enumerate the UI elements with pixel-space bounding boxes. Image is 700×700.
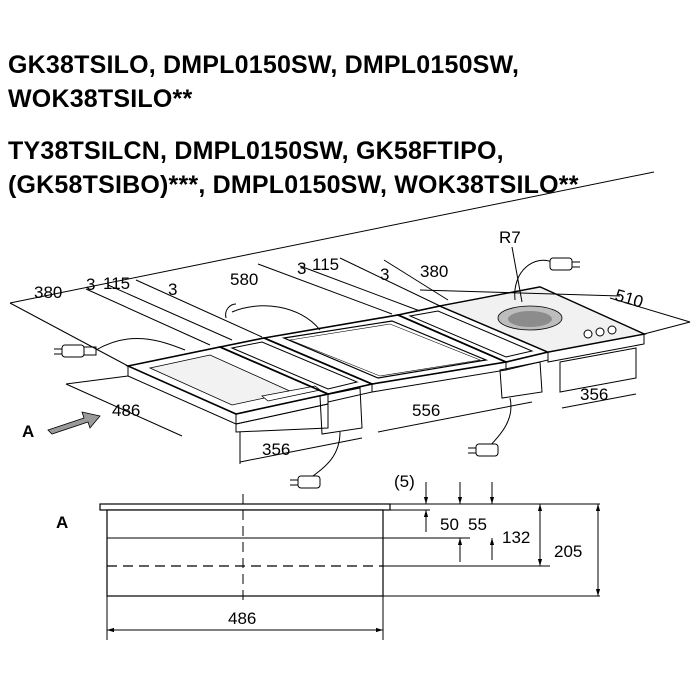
view-direction-arrow bbox=[47, 411, 101, 435]
section-view-a: A (5) 50 55 132 205 486 bbox=[56, 472, 601, 640]
plug-left bbox=[54, 344, 97, 358]
dim-3-a: 3 bbox=[86, 275, 95, 294]
view-a-label: A bbox=[22, 422, 34, 441]
power-cable-wok bbox=[514, 259, 553, 301]
dim-205: 205 bbox=[554, 542, 582, 561]
dim-356-right: 356 bbox=[580, 385, 608, 404]
hob-top-plate bbox=[99, 503, 391, 511]
model-list-line-1: GK38TSILO, DMPL0150SW, DMPL0150SW, bbox=[8, 51, 520, 79]
dim-5: (5) bbox=[394, 472, 415, 491]
dim-3-c: 3 bbox=[297, 259, 306, 278]
dim-580: 580 bbox=[230, 270, 258, 289]
dim-380-right: 380 bbox=[420, 262, 448, 281]
model-list-line-3: TY38TSILCN, DMPL0150SW, GK58FTIPO, bbox=[8, 137, 504, 165]
power-cable-right bbox=[487, 397, 512, 449]
dim-486-iso: 486 bbox=[112, 401, 140, 420]
dim-3-b: 3 bbox=[168, 280, 177, 299]
dim-3-d: 3 bbox=[380, 265, 389, 284]
lower-dimensions: 486 356 556 356 A bbox=[22, 375, 637, 464]
plug-wok bbox=[549, 257, 580, 271]
power-cable-middle bbox=[231, 305, 321, 331]
central-ceramic-hob bbox=[261, 314, 509, 393]
plug-center bbox=[290, 475, 321, 489]
dim-510: 510 bbox=[613, 286, 646, 312]
dim-r7: R7 bbox=[499, 228, 521, 247]
dim-380-left: 380 bbox=[34, 283, 62, 302]
dim-132: 132 bbox=[502, 528, 530, 547]
top-dimensions: 380 3 115 3 580 3 115 3 380 R7 510 bbox=[9, 171, 691, 367]
dim-486-section: 486 bbox=[228, 609, 256, 628]
dim-115-a: 115 bbox=[103, 274, 130, 293]
dim-356-left: 356 bbox=[262, 440, 290, 459]
section-a-label: A bbox=[56, 513, 68, 532]
hob-assembly bbox=[54, 257, 647, 489]
model-list-line-4: (GK58TSIBO)***, DMPL0150SW, WOK38TSILO** bbox=[8, 171, 579, 199]
left-domino-hob bbox=[125, 346, 331, 425]
dim-115-b: 115 bbox=[312, 255, 339, 274]
model-list-line-2: WOK38TSILO** bbox=[8, 85, 193, 113]
hob-body bbox=[106, 509, 384, 597]
power-cable-left bbox=[95, 337, 186, 351]
dim-50: 50 bbox=[440, 515, 459, 534]
dim-556: 556 bbox=[412, 401, 440, 420]
power-cable-center bbox=[304, 431, 341, 483]
dim-55: 55 bbox=[468, 515, 487, 534]
plug-right bbox=[468, 443, 499, 457]
